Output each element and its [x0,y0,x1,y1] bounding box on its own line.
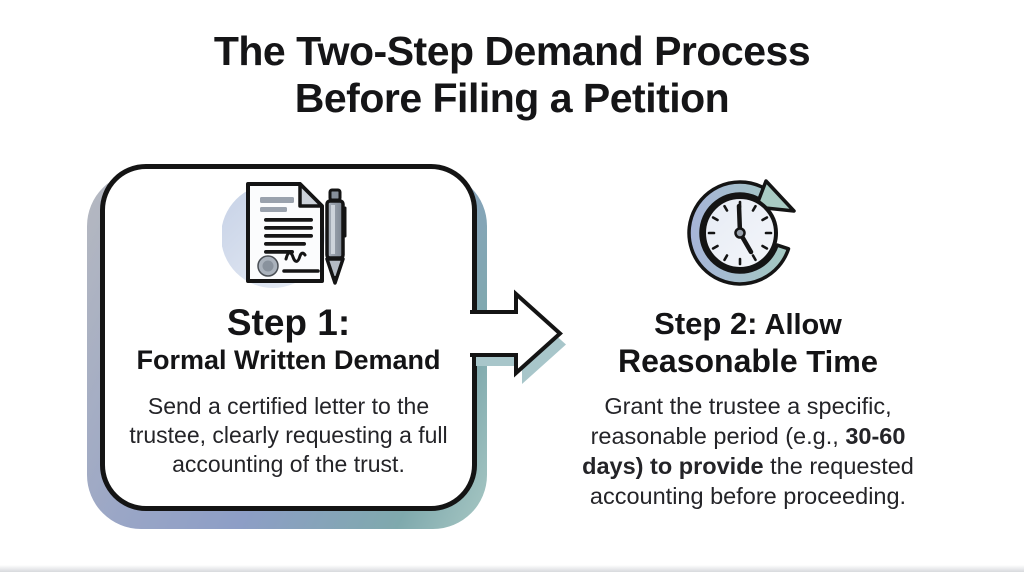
document-text-line [264,250,294,254]
bottom-edge-shadow [0,565,1024,572]
step2-heading-line2-rest: Time [797,343,879,379]
step2-heading-line1: Step 2: Allow [563,306,933,343]
step2-description: Grant the trustee a specific,reasonable … [582,393,914,509]
flow-arrow-body [470,289,563,378]
step1-heading-line2: Formal Written Demand [136,344,441,375]
document-text-line [264,242,306,246]
document-text-line [264,234,313,238]
page-title-line1: The Two-Step Demand Process [213,28,811,74]
step2-heading: Step 2: Allow Reasonable Time [563,306,933,380]
step2-heading-label: Step 2: [654,306,758,341]
step2-heading-line2: Reasonable Time [563,343,933,380]
document-text-line [264,218,313,222]
step1-heading-line1: Step 1: [226,302,351,343]
document-pen-icon [222,182,347,288]
signature-squiggle [284,251,307,263]
document-text-line [264,226,313,230]
flow-arrow-icon [470,289,566,384]
step2-heading-line2-bold: Reasonable [617,342,798,379]
clock-arrowhead [754,179,796,213]
pen-nib [325,257,345,285]
pen-cap [328,188,342,202]
document-seal-inner [262,260,274,272]
clock-circular-arrow-ring [687,180,791,286]
clock-center-dot [734,227,746,239]
pen-nib-tip [332,276,338,283]
document-folded-corner [298,182,324,208]
step1-heading: Step 1: Formal Written Demand [100,302,477,376]
page-title-line2: Before Filing a Petition [294,74,730,121]
document-header-bar [260,197,294,203]
step2-heading-rest: Allow [757,309,842,341]
clock-history-icon [687,179,796,286]
document-header-bar [260,207,287,212]
pen-highlight [331,205,335,254]
page-title: The Two-Step Demand Process Before Filin… [0,28,1024,121]
